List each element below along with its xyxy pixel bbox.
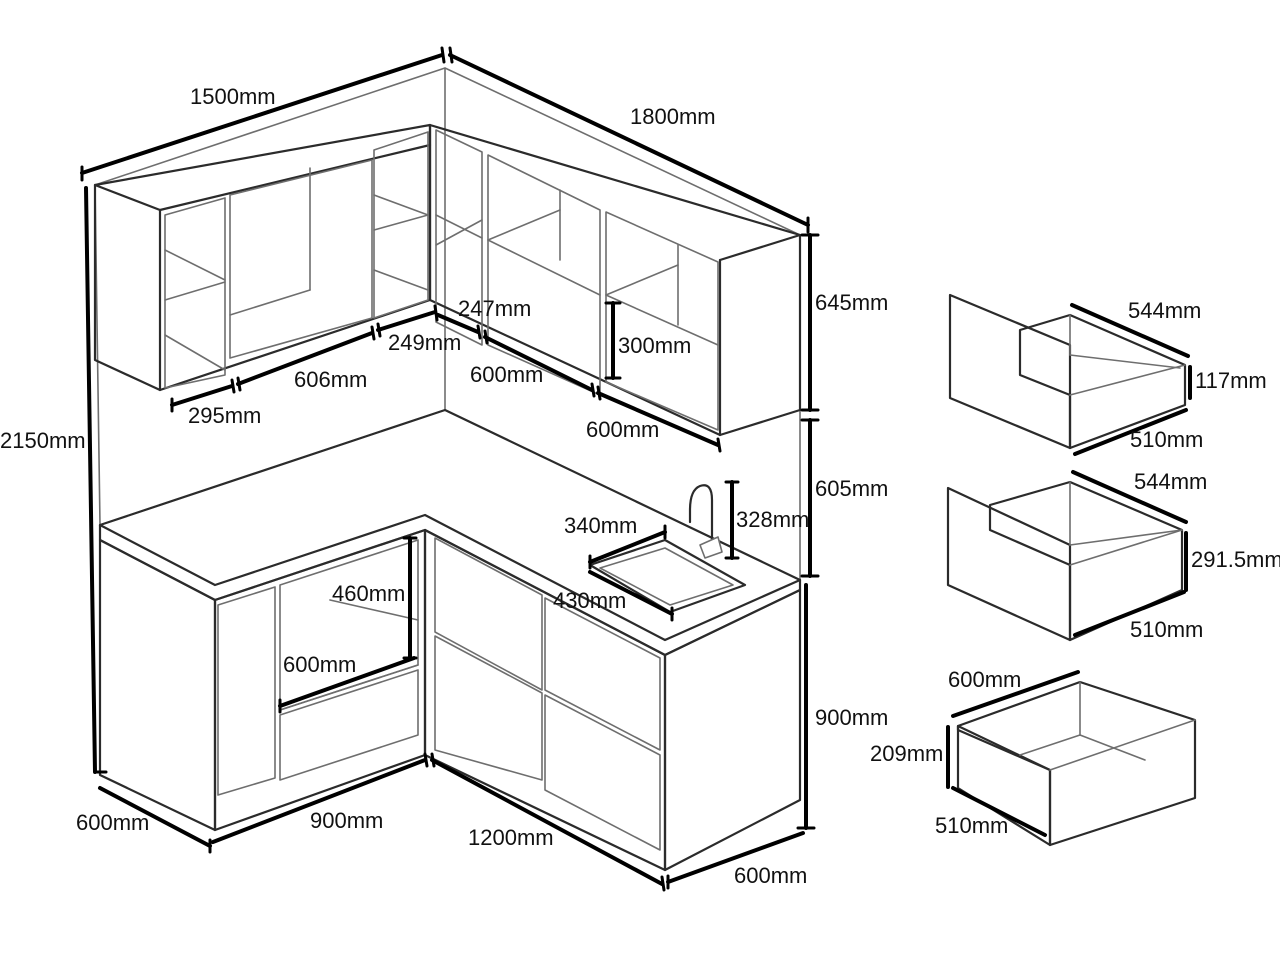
label-width-600-shelf: 600mm <box>470 362 543 387</box>
dim-line-900-width <box>211 758 427 844</box>
label-base-cabinet-height: 900mm <box>815 705 888 730</box>
label-width-1500: 1500mm <box>190 84 276 109</box>
drawer-1-box <box>1018 313 1187 450</box>
base-cabinet-left-side <box>98 538 217 832</box>
sink-basin <box>588 538 747 614</box>
base-cabinet-right-side <box>663 588 802 872</box>
label-base-width-right: 1200mm <box>468 825 554 850</box>
label-drawer1-height: 117mm <box>1195 368 1267 393</box>
label-drawer3-depth: 510mm <box>935 813 1008 838</box>
faucet-base <box>699 536 723 559</box>
drawer-under-oven <box>279 669 419 781</box>
dim-line-295 <box>170 384 234 407</box>
countertop-surface <box>98 408 802 642</box>
dim-line-1200 <box>430 758 664 886</box>
dim-line-600-depth-right <box>666 831 805 884</box>
oven-niche <box>279 539 419 711</box>
drawer-front-1 <box>434 537 543 691</box>
label-depth-left: 600mm <box>76 810 149 835</box>
base-cabinets-left <box>98 528 427 832</box>
back-wall-outline <box>94 67 801 581</box>
label-width-1800: 1800mm <box>630 104 716 129</box>
label-drawer2-width: 544mm <box>1134 469 1207 494</box>
open-shelf-3 <box>435 129 483 346</box>
label-faucet-height: 328mm <box>736 507 809 532</box>
kitchen-dimension-lines <box>80 46 820 892</box>
dim-line-600-cabinet <box>596 391 720 447</box>
dim-line-drawer2-width <box>1071 470 1188 524</box>
drawer-3-box <box>956 680 1197 847</box>
sink-assembly <box>588 484 747 614</box>
open-shelf-4 <box>487 154 601 396</box>
faucet <box>688 484 714 554</box>
label-drawer2-height: 291.5mm <box>1191 547 1280 572</box>
dim-line-430 <box>588 570 674 616</box>
dim-line-249 <box>376 310 437 332</box>
label-width-249: 249mm <box>388 330 461 355</box>
drawer-1-front <box>948 293 1072 450</box>
base-cabinets-right <box>423 528 802 872</box>
countertop-edge <box>98 523 802 657</box>
label-base-width-left: 900mm <box>310 808 383 833</box>
base-cabinet-door <box>217 586 276 796</box>
label-height-2150: 2150mm <box>0 428 86 453</box>
drawer-2-front <box>946 486 1072 642</box>
wall-cabinet-left-body <box>93 123 432 392</box>
drawer-3: 600mm 209mm 510mm <box>870 667 1197 847</box>
drawer-1: 544mm 117mm 510mm <box>948 293 1267 456</box>
label-sink-length: 430mm <box>553 588 626 613</box>
open-shelf-5 <box>605 211 719 431</box>
label-drawer3-height: 209mm <box>870 741 943 766</box>
label-depth-right: 600mm <box>734 863 807 888</box>
dim-line-340 <box>588 530 667 564</box>
label-width-606: 606mm <box>294 367 367 392</box>
dim-line-600-shelf <box>483 335 594 392</box>
dim-line-drawer2-depth <box>1073 590 1186 637</box>
label-width-295: 295mm <box>188 403 261 428</box>
label-niche-height: 300mm <box>618 333 691 358</box>
drawer-front-4 <box>544 694 661 851</box>
label-drawer1-width: 544mm <box>1128 298 1201 323</box>
kitchen-drawing <box>93 67 802 872</box>
label-oven-niche-height: 460mm <box>332 581 405 606</box>
dim-line-2150 <box>84 186 97 774</box>
dim-line-247 <box>436 313 480 334</box>
wall-cabinets-left <box>93 123 432 392</box>
dim-line-1500 <box>80 53 444 175</box>
dim-line-600-depth-left <box>98 786 212 848</box>
dim-line-drawer1-depth <box>1073 408 1188 456</box>
label-backsplash-height: 605mm <box>815 476 888 501</box>
cabinet-door-606 <box>229 159 373 359</box>
drawer-front-3 <box>544 597 661 751</box>
dim-line-drawer3-depth <box>951 786 1047 837</box>
dim-line-drawer1-width <box>1070 303 1190 358</box>
label-wall-cabinet-height: 645mm <box>815 290 888 315</box>
dim-line-1800 <box>448 53 810 227</box>
drawer-2: 544mm 291.5mm 510mm <box>946 469 1280 642</box>
label-width-600-cabinet: 600mm <box>586 417 659 442</box>
dim-line-600-oven <box>278 656 416 708</box>
label-sink-width: 340mm <box>564 513 637 538</box>
dim-line-drawer3-width <box>951 670 1080 718</box>
countertop <box>98 408 802 657</box>
label-shelf-depth: 247mm <box>458 296 531 321</box>
kitchen-labels: 1500mm 1800mm 2150mm 645mm 605mm 900mm 2… <box>0 84 888 888</box>
open-shelf-1 <box>164 197 226 389</box>
label-drawer3-width: 600mm <box>948 667 1021 692</box>
open-shelf-2 <box>373 131 429 319</box>
label-drawer1-depth: 510mm <box>1130 427 1203 452</box>
drawer-front-2 <box>434 635 543 781</box>
dim-line-606 <box>236 331 374 386</box>
label-oven-niche-width: 600mm <box>283 652 356 677</box>
wall-cabinet-right-body <box>428 123 802 437</box>
label-drawer2-depth: 510mm <box>1130 617 1203 642</box>
wall-cabinets-right <box>428 123 802 437</box>
